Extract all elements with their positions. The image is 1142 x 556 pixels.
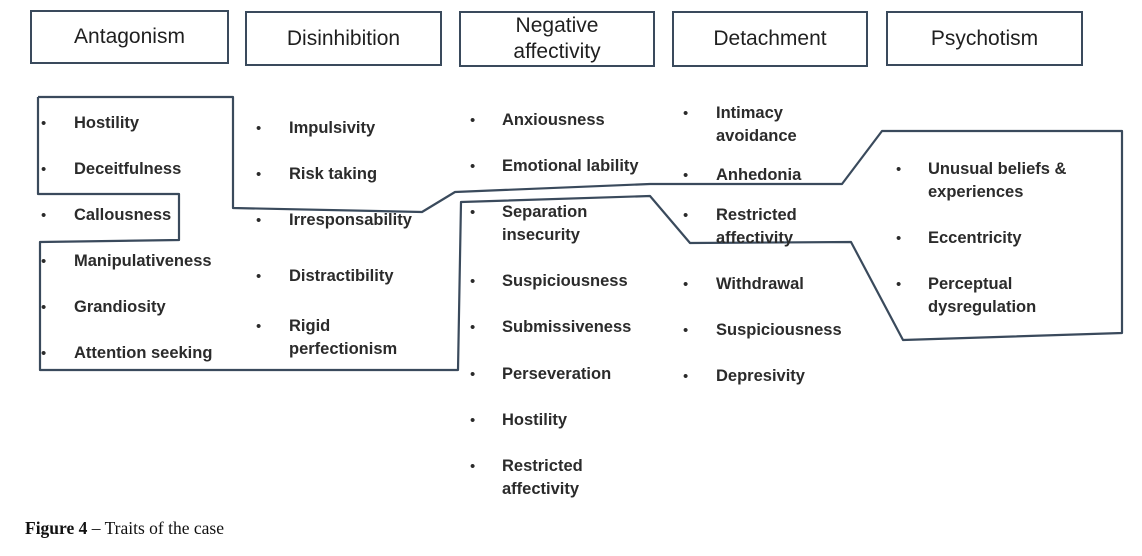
figure-caption: Figure 4 – Traits of the case — [25, 518, 224, 539]
trait-item: Irresponsability — [289, 211, 412, 229]
bullet-icon: • — [470, 204, 476, 221]
trait-item: Risk taking — [289, 165, 378, 183]
caption-text: Traits of the case — [104, 518, 224, 538]
trait-item: Eccentricity — [928, 229, 1022, 247]
bullet-icon: • — [41, 299, 47, 316]
trait-item: Impulsivity — [289, 119, 376, 137]
case-traits-outline-path — [36, 95, 1124, 372]
header-psychotism: Psychotism — [886, 11, 1083, 66]
trait-item: Unusual beliefs & — [928, 160, 1067, 178]
trait-item: Distractibility — [289, 267, 394, 285]
trait-item: Separation — [502, 203, 588, 221]
trait-item: Anxiousness — [502, 111, 605, 129]
trait-item: Manipulativeness — [74, 252, 212, 270]
bullet-icon: • — [896, 161, 902, 178]
header-label-line: Antagonism — [74, 25, 185, 48]
trait-item: insecurity — [502, 226, 580, 244]
bullet-icon: • — [683, 368, 689, 385]
bullet-icon: • — [41, 253, 47, 270]
header-label-line: Disinhibition — [286, 26, 401, 50]
bullet-icon: • — [41, 115, 47, 132]
bullet-icon: • — [470, 273, 476, 290]
trait-item: Grandiosity — [74, 298, 166, 316]
bullet-icon: • — [683, 207, 689, 224]
header-label-line: affectivity — [513, 40, 601, 63]
header-label-line: Psychotism — [930, 26, 1039, 50]
trait-item: Restricted — [716, 206, 797, 224]
bullet-icon: • — [41, 207, 47, 224]
trait-item: Callousness — [74, 206, 172, 224]
trait-item: Rigid — [289, 317, 331, 335]
bullet-icon: • — [41, 345, 47, 362]
trait-item: Suspiciousness — [502, 272, 628, 290]
trait-item: avoidance — [716, 127, 797, 145]
trait-item: Depresivity — [716, 367, 805, 385]
trait-item: Perseveration — [502, 365, 612, 383]
bullet-icon: • — [256, 120, 262, 137]
bullet-icon: • — [896, 230, 902, 247]
trait-item: perfectionism — [289, 340, 398, 358]
trait-item: Intimacy — [716, 104, 783, 122]
bullet-icon: • — [683, 322, 689, 339]
header-negative-affectivity: Negative affectivity — [459, 11, 655, 67]
trait-item: affectivity — [716, 229, 794, 247]
bullet-icon: • — [683, 105, 689, 122]
caption-separator: – — [87, 518, 105, 538]
bullet-icon: • — [256, 212, 262, 229]
trait-item: Hostility — [502, 411, 568, 429]
bullet-icon: • — [256, 166, 262, 183]
trait-item: Hostility — [74, 114, 140, 132]
bullet-icon: • — [470, 366, 476, 383]
header-label: Detachment — [713, 26, 826, 52]
trait-item: Withdrawal — [716, 275, 804, 293]
header-detachment: Detachment — [672, 11, 868, 67]
header-label: Psychotism — [931, 26, 1038, 52]
header-antagonism: Antagonism — [30, 10, 229, 64]
trait-item: Restricted — [502, 457, 583, 475]
trait-item: affectivity — [502, 480, 580, 498]
header-label-line: Detachment — [713, 27, 827, 50]
bullet-icon: • — [256, 318, 262, 335]
bullet-icon: • — [896, 276, 902, 293]
trait-item: Perceptual — [928, 275, 1013, 293]
bullet-icon: • — [470, 319, 476, 336]
bullet-icon: • — [41, 161, 47, 178]
trait-item: Emotional lability — [502, 157, 639, 175]
bullet-icon: • — [256, 268, 262, 285]
trait-item: dysregulation — [928, 298, 1037, 316]
figure-label: Figure 4 — [25, 518, 88, 538]
header-disinhibition: Disinhibition — [245, 11, 442, 66]
trait-item: Deceitfulness — [74, 160, 182, 178]
bullet-icon: • — [470, 412, 476, 429]
trait-item: Attention seeking — [74, 344, 213, 362]
header-label-line: Negative — [515, 14, 599, 37]
header-label: Negative affectivity — [513, 13, 600, 65]
trait-item: experiences — [928, 183, 1024, 201]
bullet-icon: • — [683, 167, 689, 184]
bullet-icon: • — [683, 276, 689, 293]
header-label: Antagonism — [74, 24, 185, 50]
trait-item: Suspiciousness — [716, 321, 842, 339]
bullet-icon: • — [470, 112, 476, 129]
trait-item: Anhedonia — [716, 166, 802, 184]
header-label: Disinhibition — [287, 26, 400, 52]
trait-item: Submissiveness — [502, 318, 632, 336]
bullet-icon: • — [470, 158, 476, 175]
bullet-icon: • — [470, 458, 476, 475]
